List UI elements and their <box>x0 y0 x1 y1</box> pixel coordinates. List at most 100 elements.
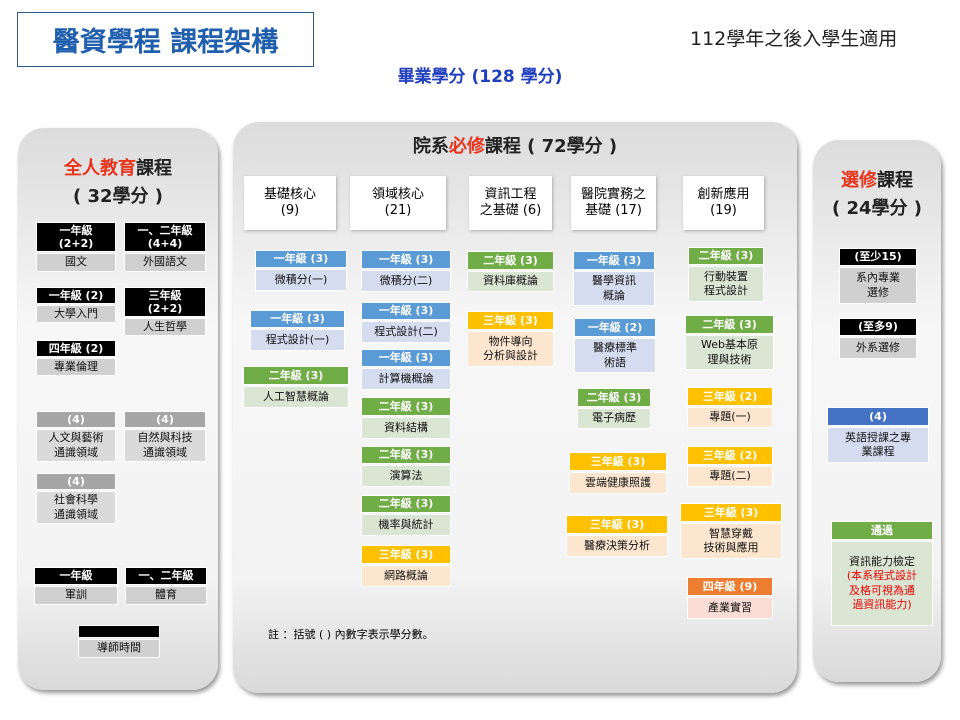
course-year-credit-label: 二年級 (3) <box>685 315 774 334</box>
course-card: 一年級 (3)微積分(二) <box>361 250 451 292</box>
course-name: 計算機概論 <box>361 368 451 390</box>
course-card: 一、二年級體育 <box>125 567 207 605</box>
course-remark: (本系程式設計 及格可視為通 過資訊能力) <box>846 569 918 611</box>
course-card: 三年級 (2)專題(一) <box>687 387 773 428</box>
course-name: 微積分(一) <box>255 269 347 291</box>
course-name: 社會科學 通識領域 <box>36 491 116 524</box>
column-header-hospital-practice: 醫院實務之 基礎 (17) <box>571 176 656 230</box>
course-name: 機率與統計 <box>361 514 451 536</box>
course-year-credit-label: 四年級 (9) <box>687 577 773 596</box>
column-header-cs-foundation: 資訊工程 之基礎 (6) <box>469 176 552 230</box>
course-card: 三年級 (3)智慧穿戴 技術與應用 <box>680 503 782 559</box>
column-header-domain-core: 領域核心 (21) <box>350 176 446 230</box>
course-name: 演算法 <box>361 465 451 487</box>
course-year-credit-label: 一年級 (3) <box>573 251 655 270</box>
course-year-credit-label: 二年級 (3) <box>243 366 349 385</box>
applicability-note: 112學年之後入學生適用 <box>690 28 898 50</box>
course-name: 產業實習 <box>687 597 773 619</box>
course-card: 一年級 (3)計算機概論 <box>361 349 451 390</box>
footnote: 註 ：括號 ( ) 內數字表示學分數。 <box>268 628 434 641</box>
course-year-credit-label: 二年級 (3) <box>361 446 451 464</box>
course-name: 程式設計(一) <box>250 329 345 351</box>
course-name: 人文與藝術 通識領域 <box>36 429 116 462</box>
course-card: 一年級 (2+2)國文 <box>36 222 116 272</box>
course-year-credit-label: 一年級 (3) <box>250 310 345 328</box>
course-year-credit-label: 一年級 (2) <box>36 287 116 304</box>
course-name: 行動裝置 程式設計 <box>688 266 764 302</box>
course-year-credit-label: 三年級 (3) <box>680 503 782 522</box>
course-name: 專業倫理 <box>36 358 116 376</box>
course-name: 電子病歷 <box>577 408 651 429</box>
course-name: 人生哲學 <box>124 318 206 336</box>
course-card: 一年級 (2)大學入門 <box>36 287 116 323</box>
course-card: (至少15)系內專業 選修 <box>839 248 917 304</box>
course-name: 大學入門 <box>36 305 116 323</box>
course-year-credit-label: 一年級 (3) <box>361 250 451 269</box>
course-name: 自然與科技 通識領域 <box>124 429 206 462</box>
course-card: 三年級 (2)專題(二) <box>687 446 773 487</box>
course-year-credit-label: 通過 <box>831 521 933 540</box>
course-year-credit-label: (至多9) <box>839 318 917 336</box>
course-year-credit-label: (至少15) <box>839 248 917 266</box>
course-name: 人工智慧概論 <box>243 386 349 408</box>
course-year-credit-label: (4) <box>124 411 206 428</box>
course-year-credit-label: 三年級 (3) <box>467 311 554 330</box>
course-card: 通過資訊能力檢定(本系程式設計 及格可視為通 過資訊能力) <box>831 521 933 626</box>
course-name: 軍訓 <box>34 586 118 605</box>
course-name: 程式設計(二) <box>361 321 451 343</box>
course-card: (4)自然與科技 通識領域 <box>124 411 206 462</box>
course-year-credit-label: 三年級 (2+2) <box>124 287 206 317</box>
course-card: 二年級 (3)資料結構 <box>361 397 451 439</box>
column-header-innovation: 創新應用 (19) <box>683 176 764 230</box>
course-year-credit-label: 一年級 (3) <box>361 349 451 367</box>
course-name: 微積分(二) <box>361 270 451 292</box>
course-name: 資料庫概論 <box>467 271 554 292</box>
course-year-credit-label: 三年級 (3) <box>566 515 668 534</box>
course-card: 一年級 (3)程式設計(一) <box>250 310 345 351</box>
course-name: 物件導向 分析與設計 <box>467 331 554 367</box>
course-year-credit-label: 一、二年級 <box>125 567 207 585</box>
course-year-credit-label: (4) <box>36 473 116 490</box>
general-education-credits: ( 32學分 ) <box>72 186 164 207</box>
course-card: 二年級 (3)Web基本原 理與技術 <box>685 315 774 370</box>
page-title: 醫資學程 課程架構 <box>17 12 314 67</box>
course-card: 一年級 (3)微積分(一) <box>255 250 347 291</box>
course-name: 網路概論 <box>361 565 451 587</box>
course-card: (4)社會科學 通識領域 <box>36 473 116 524</box>
course-year-credit-label: 三年級 (2) <box>687 446 773 465</box>
column-header-basic-core: 基礎核心 (9) <box>244 176 336 230</box>
course-card: 一年級 (3)醫學資訊 概論 <box>573 251 655 306</box>
course-card: 四年級 (9)產業實習 <box>687 577 773 619</box>
course-card: 二年級 (3)資料庫概論 <box>467 251 554 292</box>
course-year-credit-label: (4) <box>36 411 116 428</box>
course-year-credit-label <box>78 625 160 638</box>
course-year-credit-label: 三年級 (2) <box>687 387 773 406</box>
course-card: 四年級 (2)專業倫理 <box>36 340 116 376</box>
course-card: 三年級 (2+2)人生哲學 <box>124 287 206 336</box>
course-card: 二年級 (3)演算法 <box>361 446 451 487</box>
course-name: 醫學資訊 概論 <box>573 271 655 306</box>
course-year-credit-label: 一年級 <box>34 567 118 585</box>
course-card: 三年級 (3)雲端健康照護 <box>569 452 667 494</box>
course-card: 導師時間 <box>78 625 160 658</box>
course-name: 智慧穿戴 技術與應用 <box>680 523 782 559</box>
course-name: 外國語文 <box>124 253 206 272</box>
course-card: 二年級 (3)行動裝置 程式設計 <box>688 247 764 302</box>
required-courses-title: 院系必修課程 ( 72學分 ) <box>412 136 618 157</box>
elective-credits: ( 24學分 ) <box>831 198 923 219</box>
course-year-credit-label: 一年級 (3) <box>255 250 347 268</box>
course-name: 資訊能力檢定(本系程式設計 及格可視為通 過資訊能力) <box>831 541 933 626</box>
course-year-credit-label: (4) <box>827 407 929 426</box>
course-name: 體育 <box>125 586 207 605</box>
general-education-panel: 全人教育課程 ( 32學分 ) <box>18 128 218 690</box>
course-name: Web基本原 理與技術 <box>685 335 774 370</box>
course-card: 三年級 (3)醫療決策分析 <box>566 515 668 557</box>
course-card: 一年級 (2)醫療標準 術語 <box>574 318 656 373</box>
course-card: 二年級 (3)機率與統計 <box>361 495 451 536</box>
course-name: 導師時間 <box>78 639 160 658</box>
course-year-credit-label: 一年級 (2+2) <box>36 222 116 252</box>
course-name: 資料結構 <box>361 417 451 439</box>
course-card: 一年級 (3)程式設計(二) <box>361 302 451 343</box>
course-year-credit-label: 二年級 (3) <box>577 388 651 407</box>
course-name: 國文 <box>36 253 116 272</box>
